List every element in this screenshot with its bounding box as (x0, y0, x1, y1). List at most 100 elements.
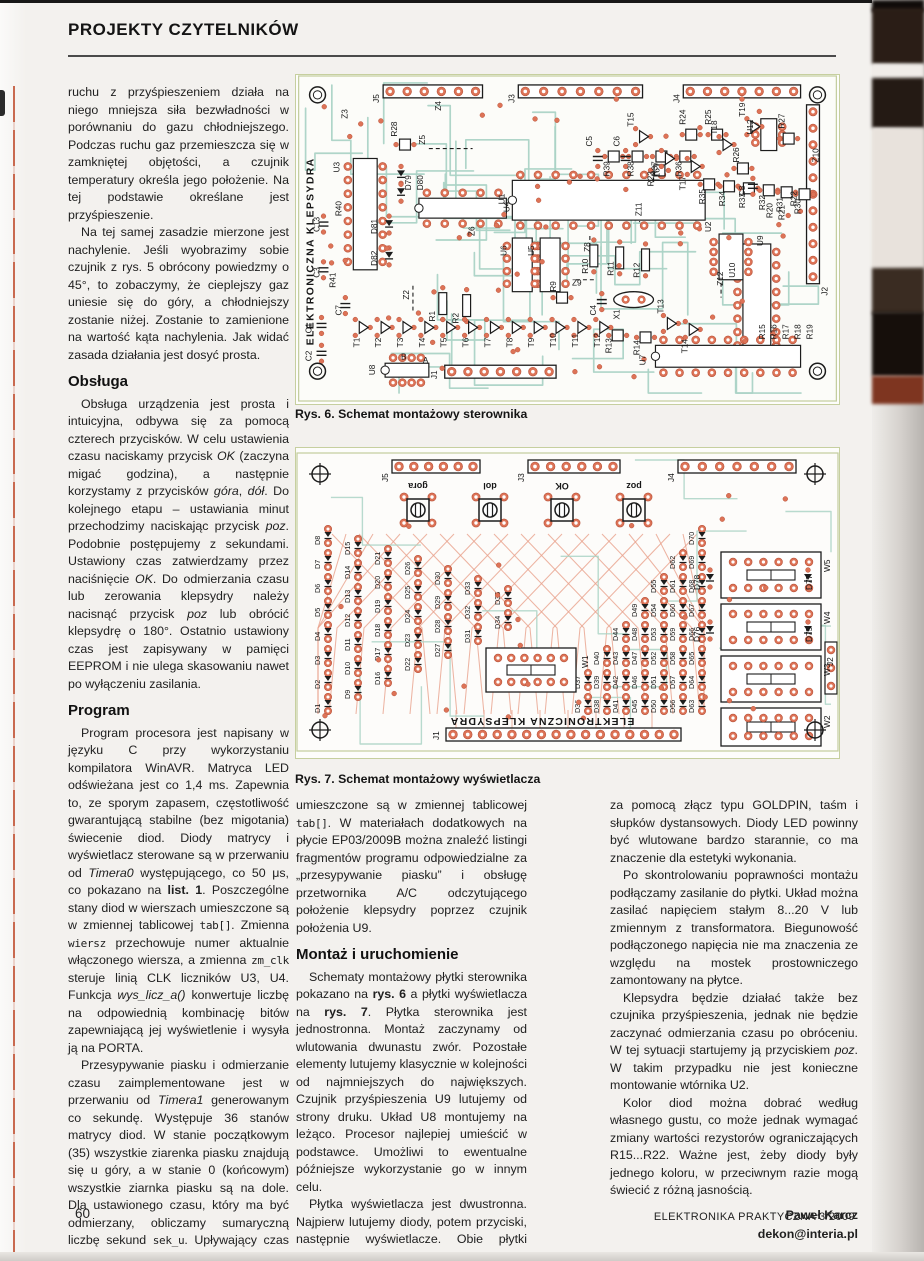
svg-text:D43: D43 (611, 652, 620, 665)
svg-text:D49: D49 (630, 604, 639, 617)
paragraph: Przesypywanie piasku i odmierzanie czasu… (68, 1058, 289, 1261)
svg-text:R13: R13 (605, 338, 614, 354)
svg-text:D28: D28 (433, 620, 442, 633)
svg-text:R41: R41 (328, 272, 337, 288)
svg-text:Z11: Z11 (635, 202, 644, 216)
svg-text:D70: D70 (687, 532, 696, 545)
svg-text:R9: R9 (549, 281, 558, 292)
svg-text:W2: W2 (822, 715, 832, 728)
svg-text:U10: U10 (728, 262, 737, 278)
svg-text:Z12: Z12 (716, 271, 725, 286)
svg-text:D68: D68 (687, 580, 696, 593)
svg-text:R30: R30 (794, 199, 803, 215)
svg-text:D14: D14 (343, 566, 352, 579)
svg-text:D61: D61 (668, 580, 677, 593)
svg-text:poz: poz (626, 481, 642, 491)
svg-text:D37: D37 (573, 676, 582, 689)
svg-text:D80: D80 (416, 175, 425, 191)
svg-text:J1: J1 (431, 731, 441, 740)
paragraph: ruchu z przyśpieszeniem działa na niego … (68, 85, 289, 222)
svg-text:gora: gora (407, 481, 427, 491)
svg-text:D13: D13 (343, 590, 352, 603)
svg-text:C6: C6 (613, 136, 622, 147)
svg-text:D1: D1 (313, 704, 322, 713)
svg-text:C3: C3 (313, 267, 322, 278)
heading-montaz: Montaż i uruchomienie (296, 946, 459, 963)
svg-text:R37: R37 (650, 161, 659, 177)
svg-text:D3: D3 (313, 656, 322, 665)
svg-text:J2: J2 (820, 287, 829, 296)
author-block: Paweł Karcz dekon@interia.pl (610, 1206, 858, 1244)
svg-text:D78: D78 (692, 574, 702, 590)
svg-text:R33: R33 (738, 193, 747, 209)
svg-text:W1: W1 (580, 655, 590, 668)
svg-text:Z3: Z3 (340, 109, 349, 119)
svg-text:T16: T16 (652, 168, 661, 183)
svg-text:D77: D77 (804, 574, 814, 590)
svg-text:OK: OK (555, 481, 569, 491)
article-column-middle: umieszczone są w zmiennej tablicowej tab… (296, 797, 527, 1261)
scan-bottom-edge (0, 1252, 924, 1261)
svg-text:J4: J4 (666, 473, 676, 482)
svg-text:D12: D12 (343, 614, 352, 627)
svg-text:C7: C7 (334, 305, 343, 316)
paragraph: Po skontrolowaniu poprawności montażu po… (610, 868, 858, 987)
svg-text:U5: U5 (527, 245, 536, 256)
svg-text:D45: D45 (630, 700, 639, 713)
svg-text:T1: T1 (352, 337, 361, 347)
svg-text:R20: R20 (766, 203, 775, 219)
svg-text:R39: R39 (603, 161, 612, 177)
svg-text:D36: D36 (573, 700, 582, 713)
svg-text:Z2: Z2 (402, 290, 411, 300)
svg-text:D62: D62 (668, 556, 677, 569)
svg-text:R21: R21 (778, 205, 787, 221)
svg-text:U12: U12 (746, 119, 755, 135)
svg-text:D46: D46 (630, 676, 639, 689)
svg-text:D35: D35 (493, 592, 502, 605)
svg-text:R24: R24 (678, 109, 687, 125)
svg-text:C13: C13 (313, 217, 322, 233)
svg-text:D59: D59 (668, 628, 677, 641)
svg-text:D24: D24 (403, 610, 412, 623)
svg-text:U9: U9 (756, 235, 765, 246)
svg-text:T14: T14 (680, 339, 689, 354)
svg-text:R22: R22 (790, 191, 799, 207)
svg-text:D31: D31 (463, 630, 472, 643)
svg-text:D20: D20 (373, 576, 382, 589)
svg-text:Z6: Z6 (468, 226, 477, 236)
author-name: Paweł Karcz (785, 1207, 858, 1222)
svg-text:D82: D82 (370, 250, 379, 266)
svg-text:D9: D9 (343, 690, 352, 699)
svg-text:D22: D22 (403, 658, 412, 671)
svg-text:J3: J3 (516, 473, 526, 482)
svg-text:D81: D81 (370, 219, 379, 235)
svg-text:D6: D6 (313, 584, 322, 593)
svg-text:D15: D15 (343, 542, 352, 555)
svg-text:D16: D16 (373, 672, 382, 685)
svg-text:D4: D4 (313, 632, 322, 641)
svg-text:R19: R19 (806, 324, 815, 340)
svg-text:T12: T12 (593, 333, 602, 348)
svg-text:D63: D63 (687, 700, 696, 713)
svg-text:D17: D17 (373, 648, 382, 661)
svg-text:T8: T8 (505, 337, 514, 347)
svg-text:D23: D23 (403, 634, 412, 647)
svg-text:T7: T7 (483, 337, 492, 347)
svg-text:R23: R23 (646, 171, 655, 187)
svg-text:J4: J4 (672, 94, 681, 103)
svg-text:D29: D29 (433, 596, 442, 609)
svg-text:R15: R15 (758, 324, 767, 340)
svg-text:R32: R32 (758, 195, 767, 211)
svg-text:J1: J1 (430, 370, 439, 379)
svg-text:J3: J3 (507, 94, 516, 103)
svg-text:R40: R40 (334, 201, 343, 217)
svg-text:R17: R17 (782, 324, 791, 340)
article-column-left: ruchu z przyśpieszeniem działa na niego … (68, 84, 289, 1261)
paragraph: umieszczone są w zmiennej tablicowej tab… (296, 798, 527, 935)
svg-text:T2: T2 (374, 337, 383, 347)
svg-text:D41: D41 (611, 700, 620, 713)
svg-text:T10: T10 (549, 333, 558, 348)
